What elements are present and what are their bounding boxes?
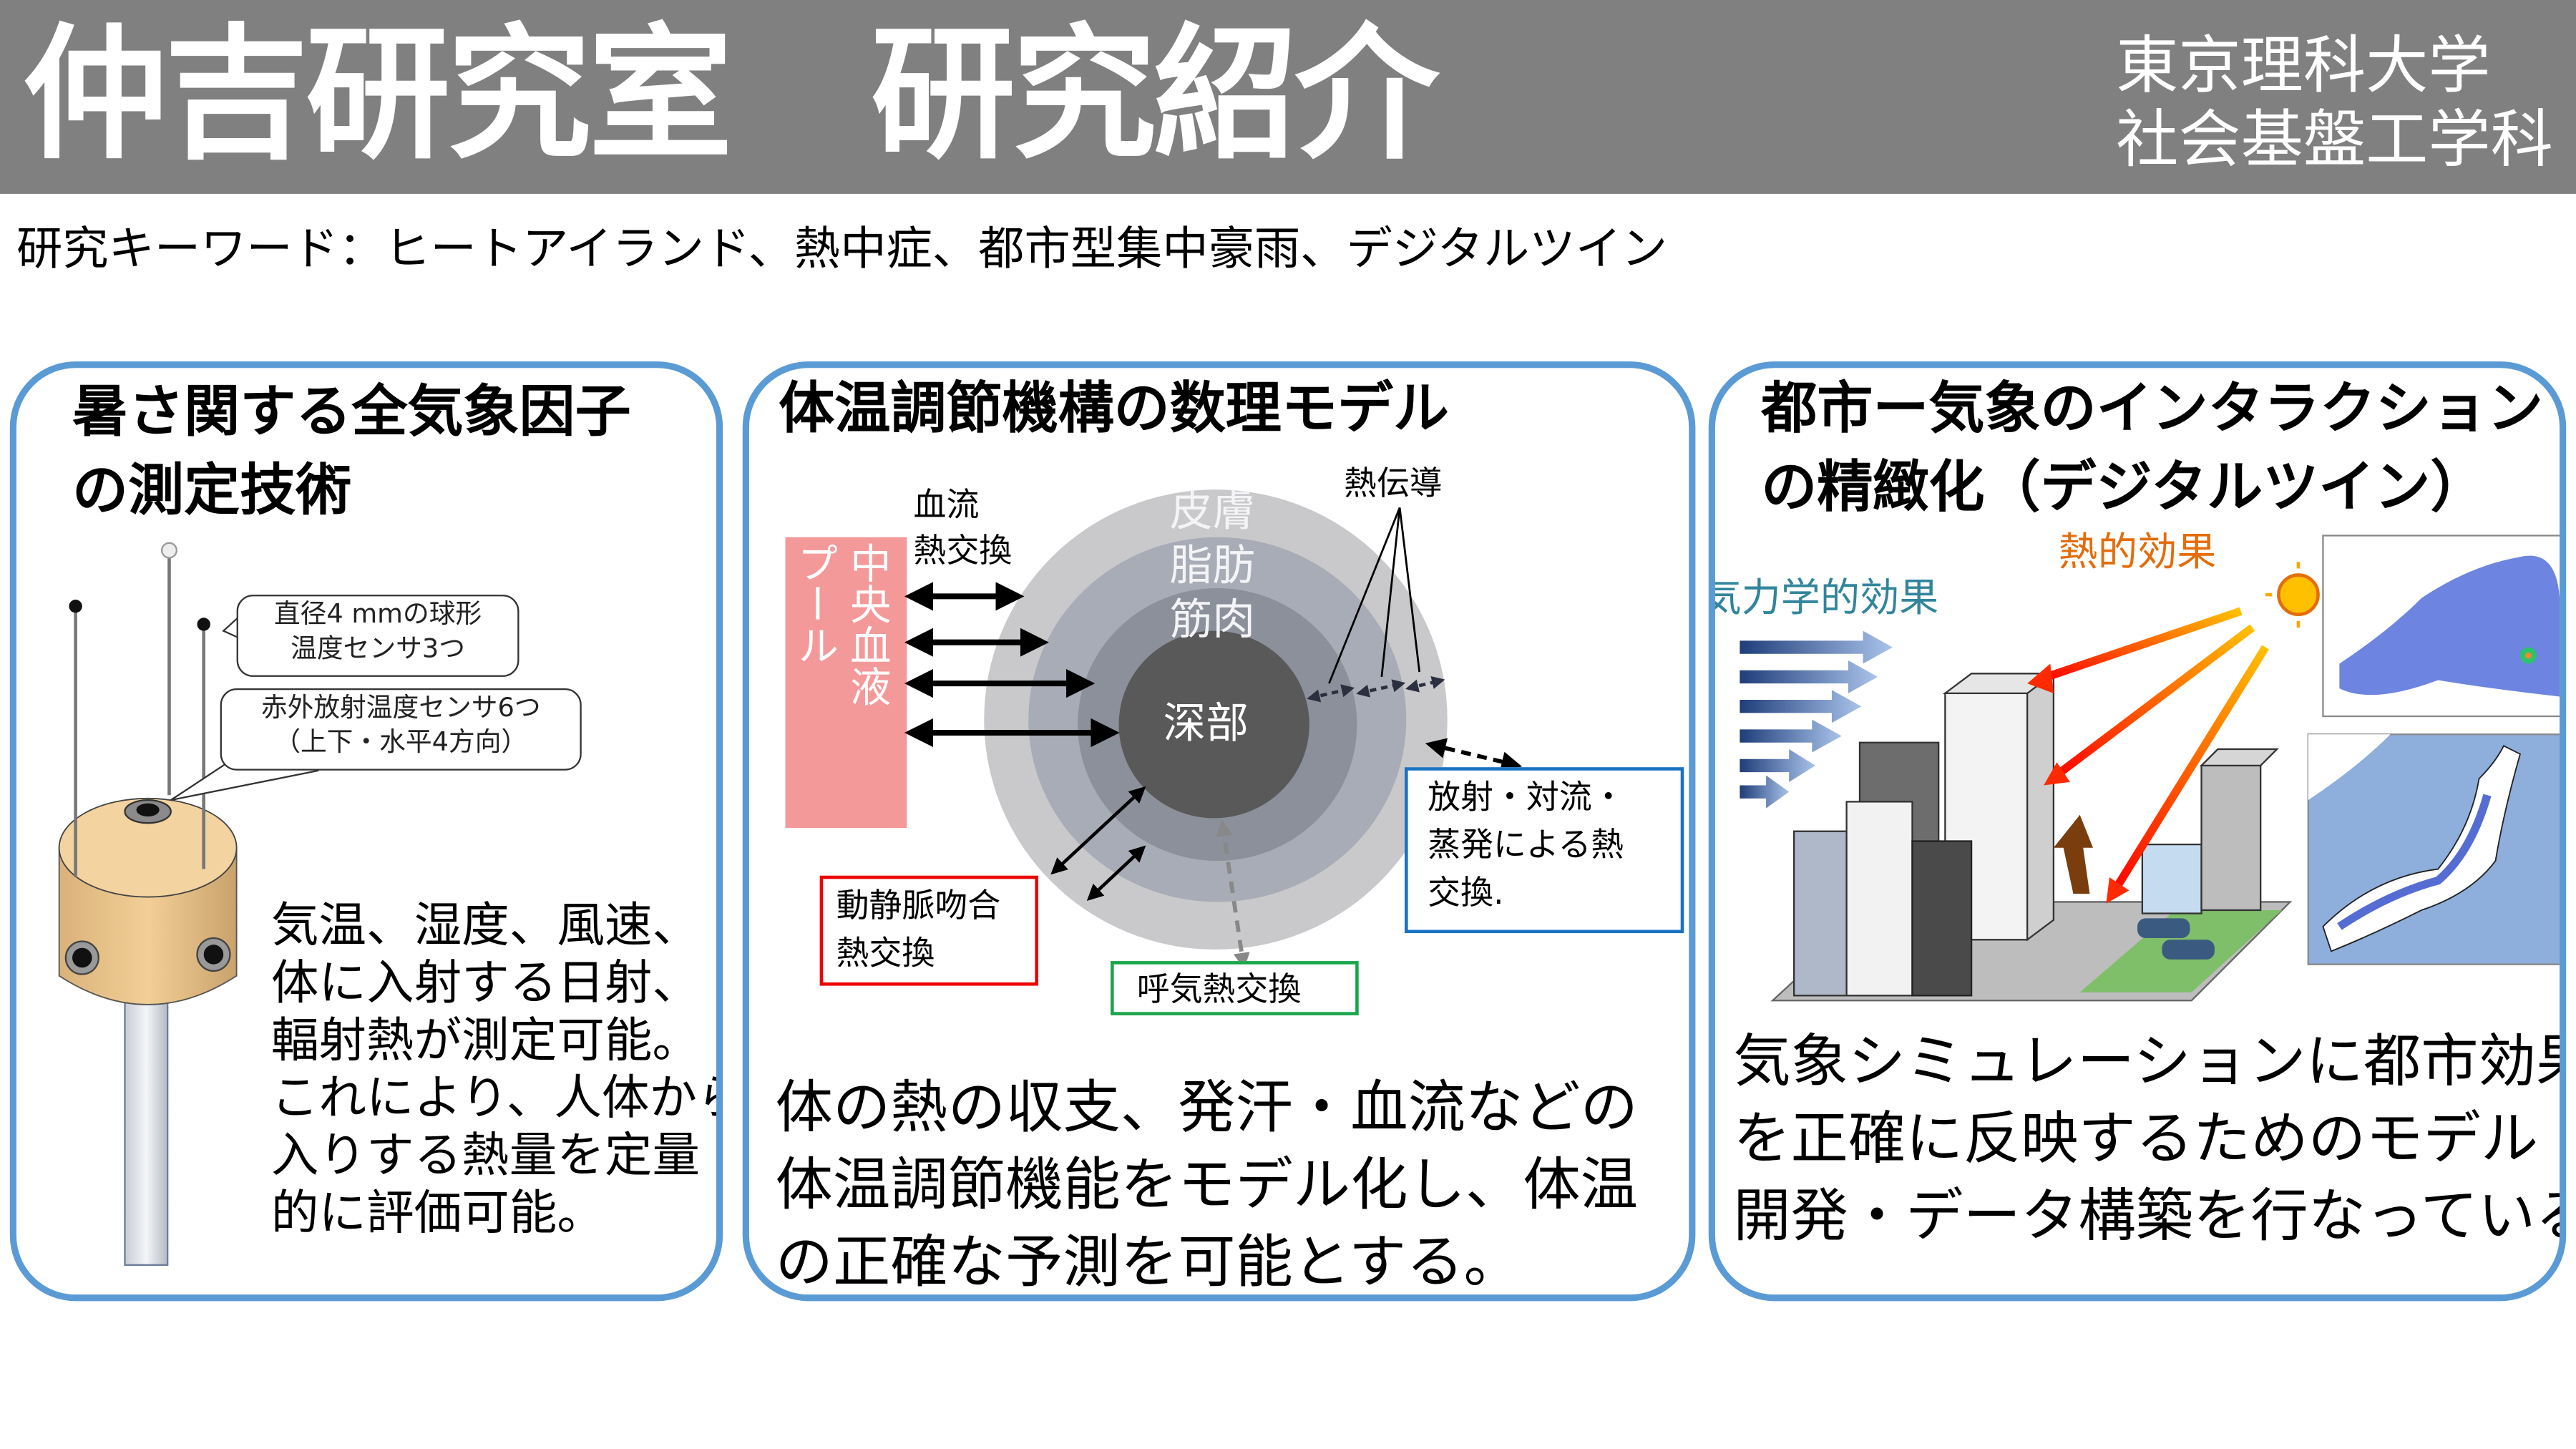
pool-label-line: 中央血液	[844, 542, 892, 707]
panel-description: 気象シミュレーションに都市効果 を正確に反映するためのモデル 開発・データ構築を…	[1733, 1025, 2567, 1257]
panel-thermoregulation: 体温調節機構の数理モデル 中央血液 プール 血流 熱交換 皮膚 脂肪 筋肉 深部…	[742, 361, 1696, 1302]
callout-infrared-sensors: 赤外放射温度センサ6つ （上下・水平4方向）	[220, 688, 582, 771]
label-line: 血流	[913, 484, 980, 525]
sensor-illustration	[58, 542, 319, 1267]
conduction-arrows	[1307, 675, 1445, 703]
conduction-leader-lines	[1328, 507, 1421, 684]
description-line: 体温調節機能をモデル化し、体温	[775, 1153, 1639, 1219]
description-line: 入りする熱量を定量	[270, 1127, 701, 1184]
pool-label-line: プール	[791, 542, 840, 665]
label-conduction: 熱伝導	[1344, 463, 1443, 503]
callout-text: （上下・水平4方向）	[274, 726, 528, 758]
description-line: 体に入射する日射、	[270, 954, 701, 1010]
building-glass	[2141, 843, 2202, 914]
description-line: を正確に反映するためのモデル	[1733, 1107, 2539, 1174]
blood-flow-arrows	[904, 582, 1120, 748]
description-line: 的に評価可能。	[270, 1184, 605, 1241]
car	[2137, 918, 2190, 938]
urban-climate-illustration	[1740, 535, 2560, 1002]
panel-measurement: 暑さ関する全気象因子 の測定技術 直径4 mmの球形 温度センサ3つ 赤外放射温…	[9, 361, 723, 1302]
description-line: の正確な予測を可能とする。	[775, 1230, 1521, 1297]
label-line: 動静脈吻合	[836, 885, 1001, 925]
thermal-effect-label: 熱的効果	[2058, 529, 2217, 575]
description-line: 開発・データ構築を行なっている	[1733, 1184, 2567, 1251]
callout-text: 赤外放射温度センサ6つ	[260, 691, 541, 723]
infrared-sensor-left	[72, 947, 92, 968]
label-line: 放射・対流・	[1428, 776, 1625, 817]
panel-digital-twin: 都市ー気象のインタラクション の精緻化（デジタルツイン） 熱的効果 気力学的効果…	[1708, 361, 2567, 1302]
sun-icon	[2277, 573, 2320, 616]
description-line: 気象シミュレーションに都市効果	[1733, 1030, 2567, 1096]
description-line: 輻射熱が測定可能。	[270, 1012, 701, 1068]
header-bar: 仲吉研究室 研究紹介 東京理科大学 社会基盤工学科	[0, 0, 2576, 194]
callout-text: 温度センサ3つ	[291, 632, 465, 664]
label-line: 交換.	[1428, 872, 1504, 912]
temp-sensor-ball	[197, 618, 210, 631]
aerodynamic-effect-label: 気力学的効果	[1708, 575, 1939, 621]
label-skin: 皮膚	[1169, 487, 1256, 537]
mount-pole	[124, 991, 169, 1267]
callout-text: 直径4 mmの球形	[273, 597, 482, 630]
panel-title-line: の測定技術	[72, 458, 352, 525]
upward-heat-arrow	[2053, 814, 2094, 894]
building-blue	[1792, 830, 1848, 997]
department-name: 社会基盤工学科	[2116, 103, 2553, 176]
label-muscle: 筋肉	[1169, 596, 1256, 646]
panel-description: 気温、湿度、風速、 体に入射する日射、 輻射熱が測定可能。 これにより、人体から…	[270, 897, 716, 1242]
panel-title-line: の精緻化（デジタルツイン）	[1761, 454, 2487, 521]
panel-title-line: 暑さ関する全気象因子	[72, 379, 631, 446]
respiration-box: 呼気熱交換	[1111, 961, 1359, 1015]
label-line: 熱交換	[836, 933, 935, 973]
label-line: 蒸発による熱	[1428, 824, 1624, 864]
temp-sensor-ball	[69, 600, 82, 613]
wind-arrows	[1740, 630, 1893, 809]
layer-core	[1118, 630, 1309, 819]
panel-description: 体の熱の収支、発汗・血流などの 体温調節機能をモデル化し、体温 の正確な予測を可…	[775, 1071, 1639, 1297]
respiration-arrow	[1216, 819, 1250, 970]
infrared-sensor-right	[203, 945, 224, 965]
label-core: 深部	[1163, 700, 1249, 749]
infrared-sensor-top	[136, 803, 160, 817]
blood-flow-label: 血流 熱交換	[914, 482, 1013, 574]
av-exchange-box: 動静脈吻合 熱交換	[819, 875, 1039, 986]
av-anastomosis-arrows	[1050, 786, 1146, 902]
thermoregulation-diagram	[785, 489, 1523, 970]
description-line: 気温、湿度、風速、	[270, 897, 701, 953]
environment-exchange-box: 放射・対流・ 蒸発による熱 交換.	[1405, 767, 1684, 934]
description-line: 体の熱の収支、発汗・血流などの	[775, 1075, 1639, 1142]
callout-temperature-sensors: 直径4 mmの球形 温度センサ3つ	[236, 595, 519, 677]
panel-title-line: 都市ー気象のインタラクション	[1761, 376, 2544, 442]
building-white	[1845, 801, 1913, 997]
central-blood-pool	[785, 537, 907, 829]
car	[2162, 940, 2215, 960]
solar-radiation-arrows	[2036, 607, 2269, 897]
radiation-arrowheads	[2027, 663, 2129, 904]
building-gray	[2200, 764, 2262, 912]
layer-labels: 皮膚 脂肪 筋肉	[1170, 487, 1255, 649]
description-line: これにより、人体から出	[270, 1069, 716, 1126]
panel-title: 体温調節機構の数理モデル	[779, 376, 1450, 442]
page-title: 仲吉研究室 研究紹介	[23, 9, 1439, 180]
label-line: 熱交換	[913, 530, 1013, 570]
label-fat: 脂肪	[1169, 542, 1256, 592]
building-black	[1911, 840, 1973, 997]
university-name: 東京理科大学	[2116, 29, 2491, 102]
research-keywords: 研究キーワード：ヒートアイランド、熱中症、都市型集中豪雨、デジタルツイン	[16, 221, 1668, 276]
central-blood-pool-label: 中央血液 プール	[789, 542, 894, 830]
temp-sensor-ball	[161, 542, 177, 559]
